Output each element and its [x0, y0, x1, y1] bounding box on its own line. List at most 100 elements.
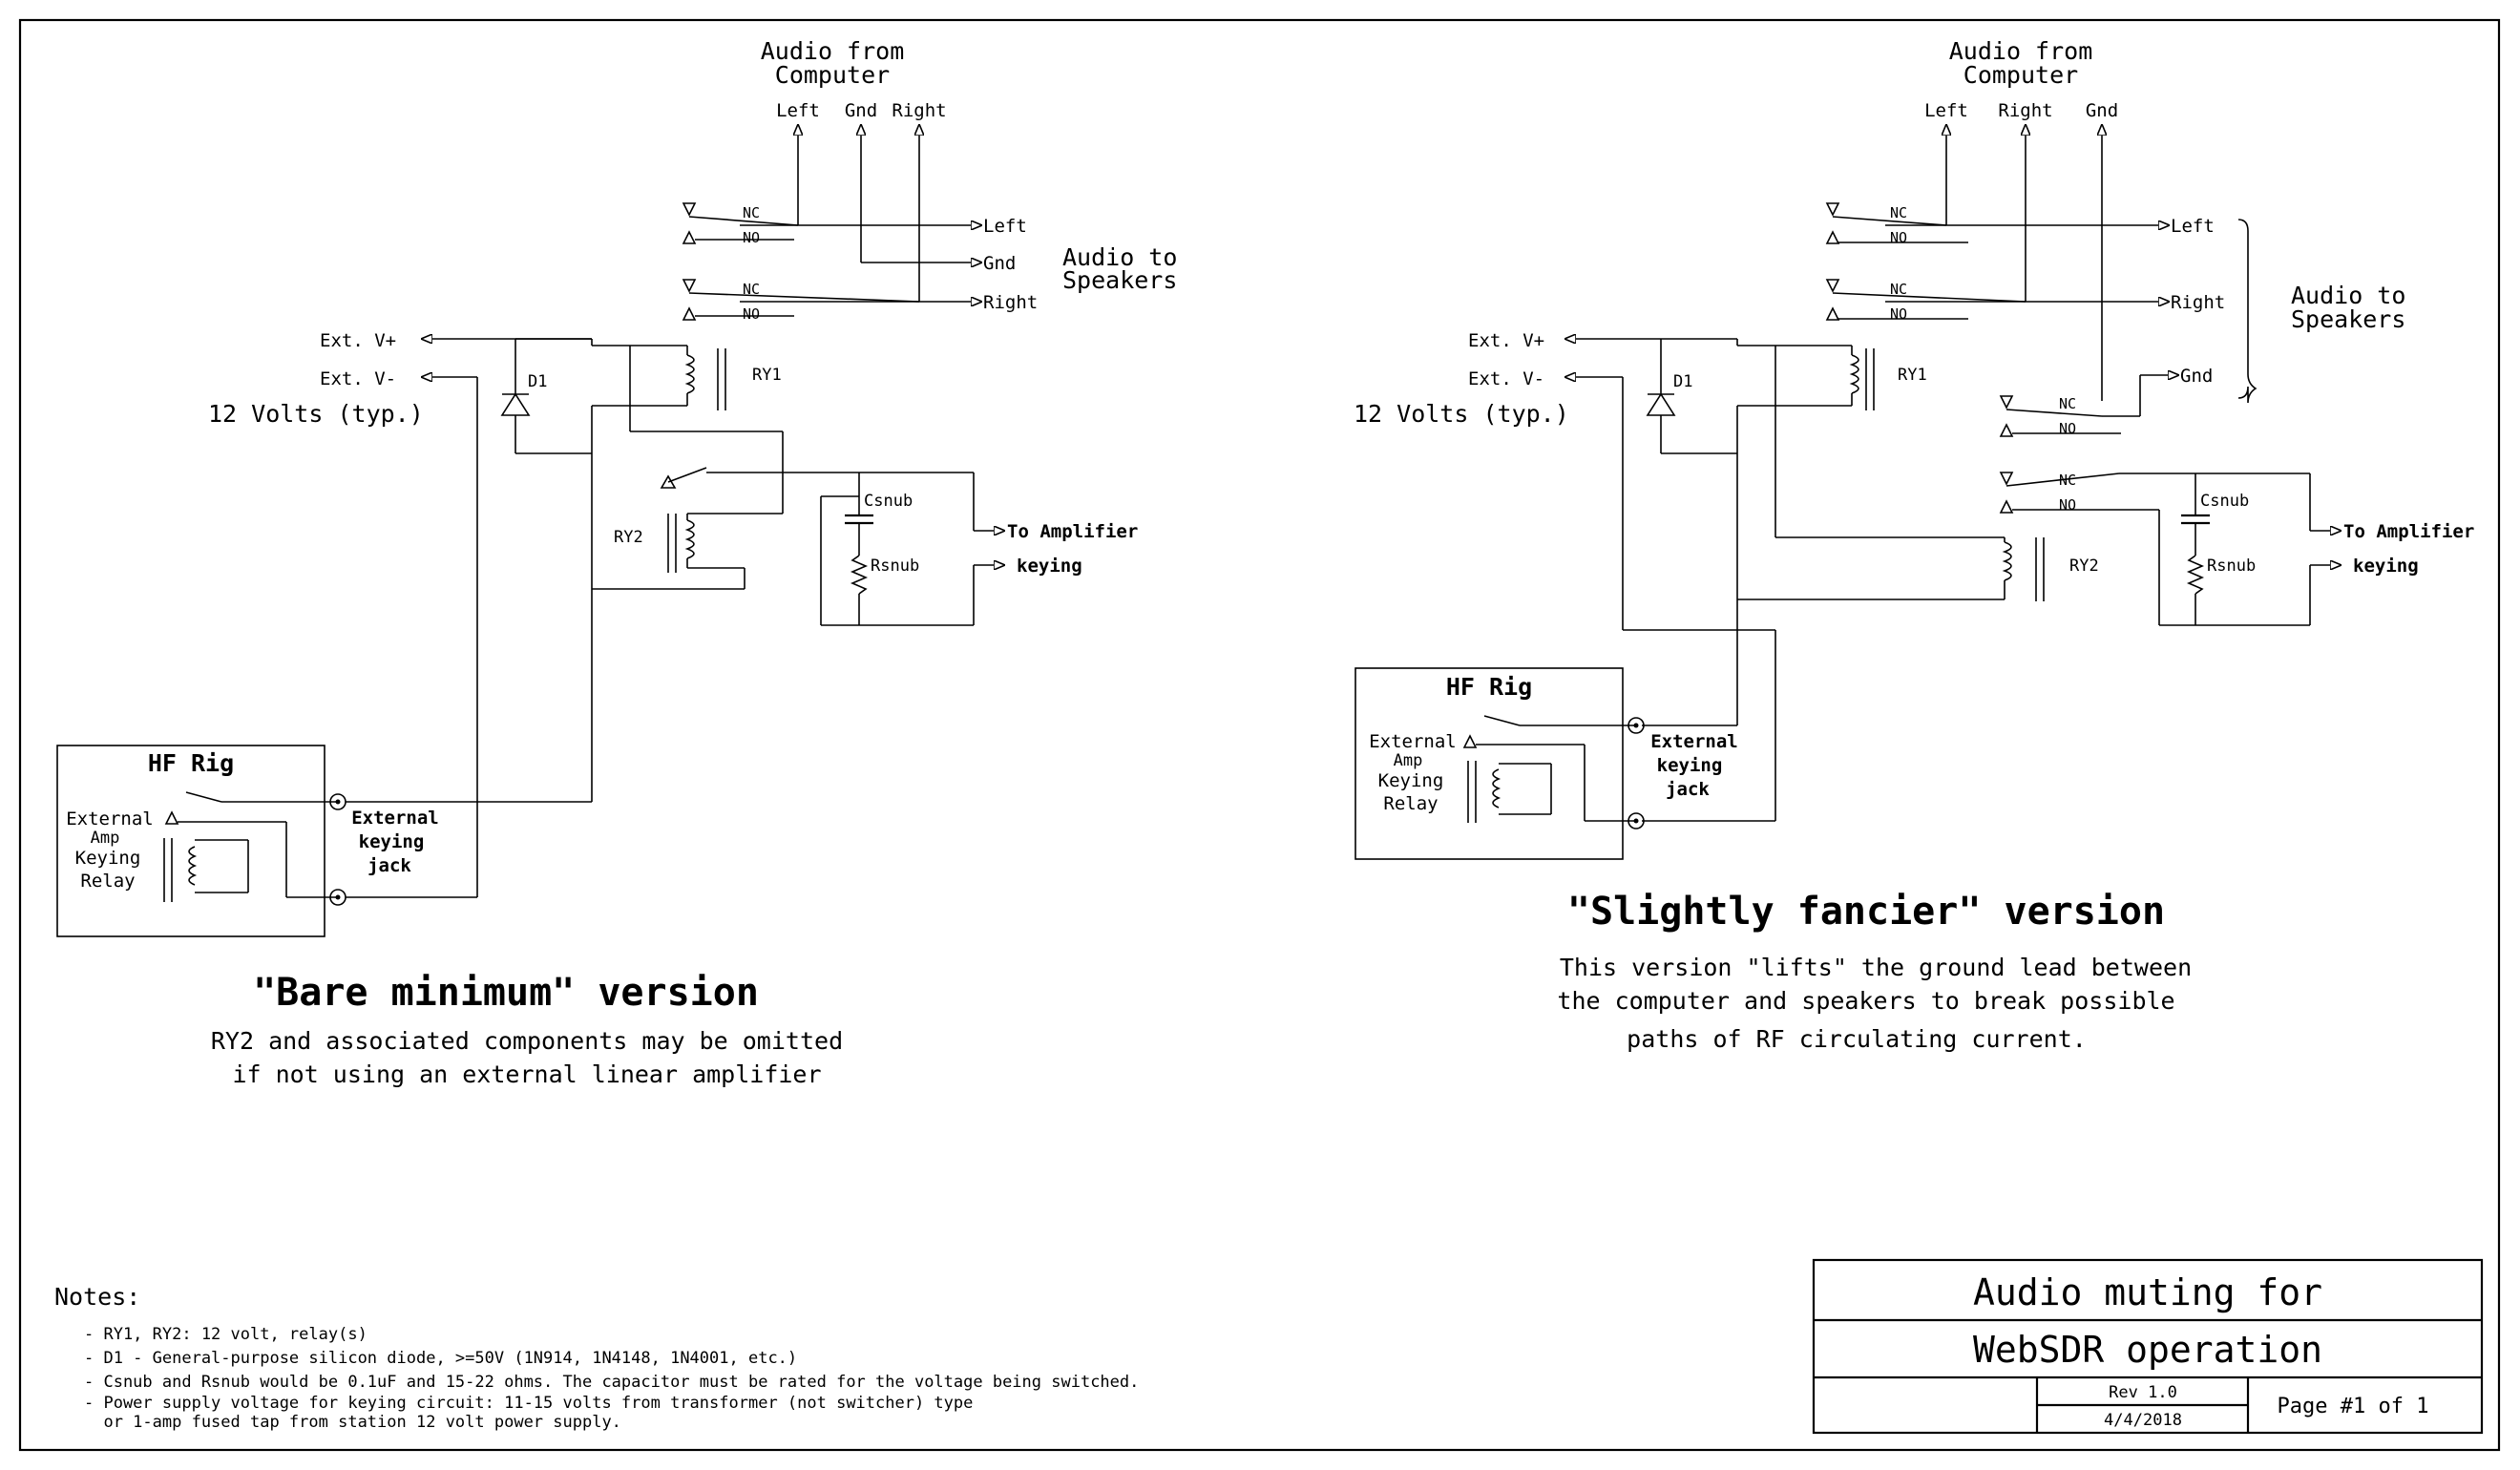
ext-amp-relay-label-3: Keying — [75, 848, 141, 869]
slightly-fancier-schematic: Audio from Computer Left Right Gnd NC NO… — [1354, 37, 2474, 1053]
jack-tip-dot-r — [1633, 723, 1639, 728]
title-line-1: Audio muting for — [1973, 1271, 2322, 1313]
input-gnd-label: Gnd — [845, 100, 877, 121]
hf-rig-label-r: HF Rig — [1446, 673, 1532, 701]
contact-r3-no-terminal — [1999, 423, 2014, 437]
bare-minimum-title: "Bare minimum" version — [253, 971, 759, 1015]
contact-r2-no-terminal — [1825, 306, 1840, 321]
contact-1-no-label: NO — [743, 229, 760, 246]
contact-2-nc-terminal — [682, 279, 697, 293]
ext-amp-relay-label-r-4: Relay — [1383, 793, 1438, 814]
keying-jack-label-2: keying — [359, 831, 425, 852]
contact-r4-nc-terminal — [1999, 472, 2014, 486]
bare-minimum-schematic: Audio from Computer Left Gnd Right NC NO… — [56, 37, 1177, 1088]
contact-r1-no-label: NO — [1890, 229, 1907, 246]
slightly-fancier-desc: This version "lifts" the ground lead bet… — [1560, 954, 2192, 981]
contact-r1-arm — [1832, 216, 1947, 226]
rig-relay-terminal — [164, 810, 179, 825]
d1-label: D1 — [528, 372, 547, 391]
contact-r4-arm — [2006, 472, 2120, 487]
contact-1-nc-terminal — [682, 202, 697, 217]
contact-2-no-label: NO — [743, 305, 760, 323]
ry1-coil — [684, 354, 695, 394]
contact-r1-no-terminal — [1825, 230, 1840, 244]
speakers-label: Audio to — [1062, 243, 1177, 271]
speakers-brace — [2237, 219, 2258, 404]
ext-amp-relay-label-4: Relay — [80, 871, 135, 892]
ext-vminus-label: Ext. V- — [320, 368, 396, 389]
supply-voltage-label-r: 12 Volts (typ.) — [1354, 400, 1569, 428]
keying-jack-label-3: jack — [368, 855, 411, 876]
contact-1-arm — [688, 216, 799, 226]
input-right-label: Right — [892, 100, 946, 121]
rig-relay-arm-r — [1483, 715, 1521, 726]
contact-2-nc-label: NC — [743, 281, 760, 298]
contact-r2-nc-terminal — [1825, 279, 1840, 293]
ext-vplus-label-r: Ext. V+ — [1468, 330, 1544, 351]
supply-voltage-label: 12 Volts (typ.) — [208, 400, 424, 428]
keying-label: keying — [1017, 556, 1082, 577]
ext-amp-relay-label-2: Amp — [91, 829, 120, 848]
ry1-coil-r — [1849, 354, 1859, 394]
keying-jack-label-r-2: keying — [1657, 755, 1723, 776]
speakers-label-r-2: Speakers — [2291, 305, 2405, 333]
to-amp-label-r: To Amplifier — [2343, 521, 2474, 542]
contact-r3-nc-terminal — [1999, 395, 2014, 410]
input-gnd-label-r: Gnd — [2086, 100, 2118, 121]
contact-1-nc-label: NC — [743, 204, 760, 221]
title-line-2: WebSDR operation — [1973, 1329, 2322, 1371]
ry2-label-r: RY2 — [2069, 556, 2099, 576]
bare-minimum-desc-2: if not using an external linear amplifie… — [232, 1060, 821, 1088]
contact-r2-arm — [1832, 292, 2026, 303]
input-left-label: Left — [776, 100, 820, 121]
ext-vplus-label: Ext. V+ — [320, 330, 396, 351]
audio-from-label: Audio from — [761, 37, 905, 65]
jack-tip-dot — [335, 799, 341, 805]
jack-tip-terminal-r — [1628, 717, 1645, 734]
speakers-label-r: Audio to — [2291, 282, 2405, 309]
revision-label: Rev 1.0 — [2109, 1383, 2177, 1402]
hf-rig-box-r — [1354, 667, 1624, 860]
rig-relay-arm — [185, 791, 222, 803]
output-gnd-label: Gnd — [983, 253, 1016, 274]
to-amp-label: To Amplifier — [1007, 521, 1138, 542]
contact-r2-no-label: NO — [1890, 305, 1907, 323]
sheet-border — [18, 18, 2501, 1452]
d1-label-r: D1 — [1673, 372, 1692, 391]
ext-amp-relay-label-r: External — [1369, 731, 1457, 752]
output-right-label-r: Right — [2171, 292, 2225, 313]
ry2-contact-arm — [667, 467, 707, 483]
csnub-label-r: Csnub — [2200, 492, 2249, 511]
contact-r4-no-terminal — [1999, 499, 2014, 514]
input-right-label-r: Right — [1998, 100, 2052, 121]
jack-sleeve-dot-r — [1633, 818, 1639, 824]
rsnub-label-r: Rsnub — [2207, 556, 2256, 576]
note-line-3: - Csnub and Rsnub would be 0.1uF and 15-… — [84, 1373, 1139, 1392]
output-right-label: Right — [983, 292, 1038, 313]
contact-2-no-terminal — [682, 306, 697, 321]
contact-r4-nc-label: NC — [2059, 472, 2076, 489]
keying-label-r: keying — [2353, 556, 2419, 577]
ext-amp-relay-label: External — [66, 808, 154, 830]
bare-minimum-desc: RY2 and associated components may be omi… — [211, 1027, 843, 1055]
title-block-frame — [1812, 1258, 2484, 1435]
ext-amp-relay-label-r-3: Keying — [1378, 770, 1444, 791]
rig-coil-r — [1492, 768, 1502, 808]
rsnub-resistor — [850, 555, 869, 595]
contact-r3-no-label: NO — [2059, 420, 2076, 437]
rsnub-resistor-r — [2186, 555, 2205, 595]
jack-sleeve-terminal-r — [1628, 812, 1645, 830]
audio-from-label-2: Computer — [775, 61, 890, 89]
ry2-coil-r — [2002, 541, 2012, 581]
hf-rig-box — [56, 745, 326, 937]
note-line-5: or 1-amp fused tap from station 12 volt … — [84, 1413, 621, 1432]
ry1-label-r: RY1 — [1898, 366, 1927, 385]
ext-vminus-label-r: Ext. V- — [1468, 368, 1544, 389]
rig-coil — [188, 846, 198, 886]
ry2-contact-terminal — [660, 474, 677, 489]
slightly-fancier-title: "Slightly fancier" version — [1567, 890, 2165, 934]
rig-relay-terminal-r — [1462, 734, 1478, 748]
keying-jack-label-r-3: jack — [1666, 779, 1710, 800]
ext-amp-relay-label-r-2: Amp — [1394, 751, 1423, 770]
keying-jack-label: External — [351, 808, 439, 829]
